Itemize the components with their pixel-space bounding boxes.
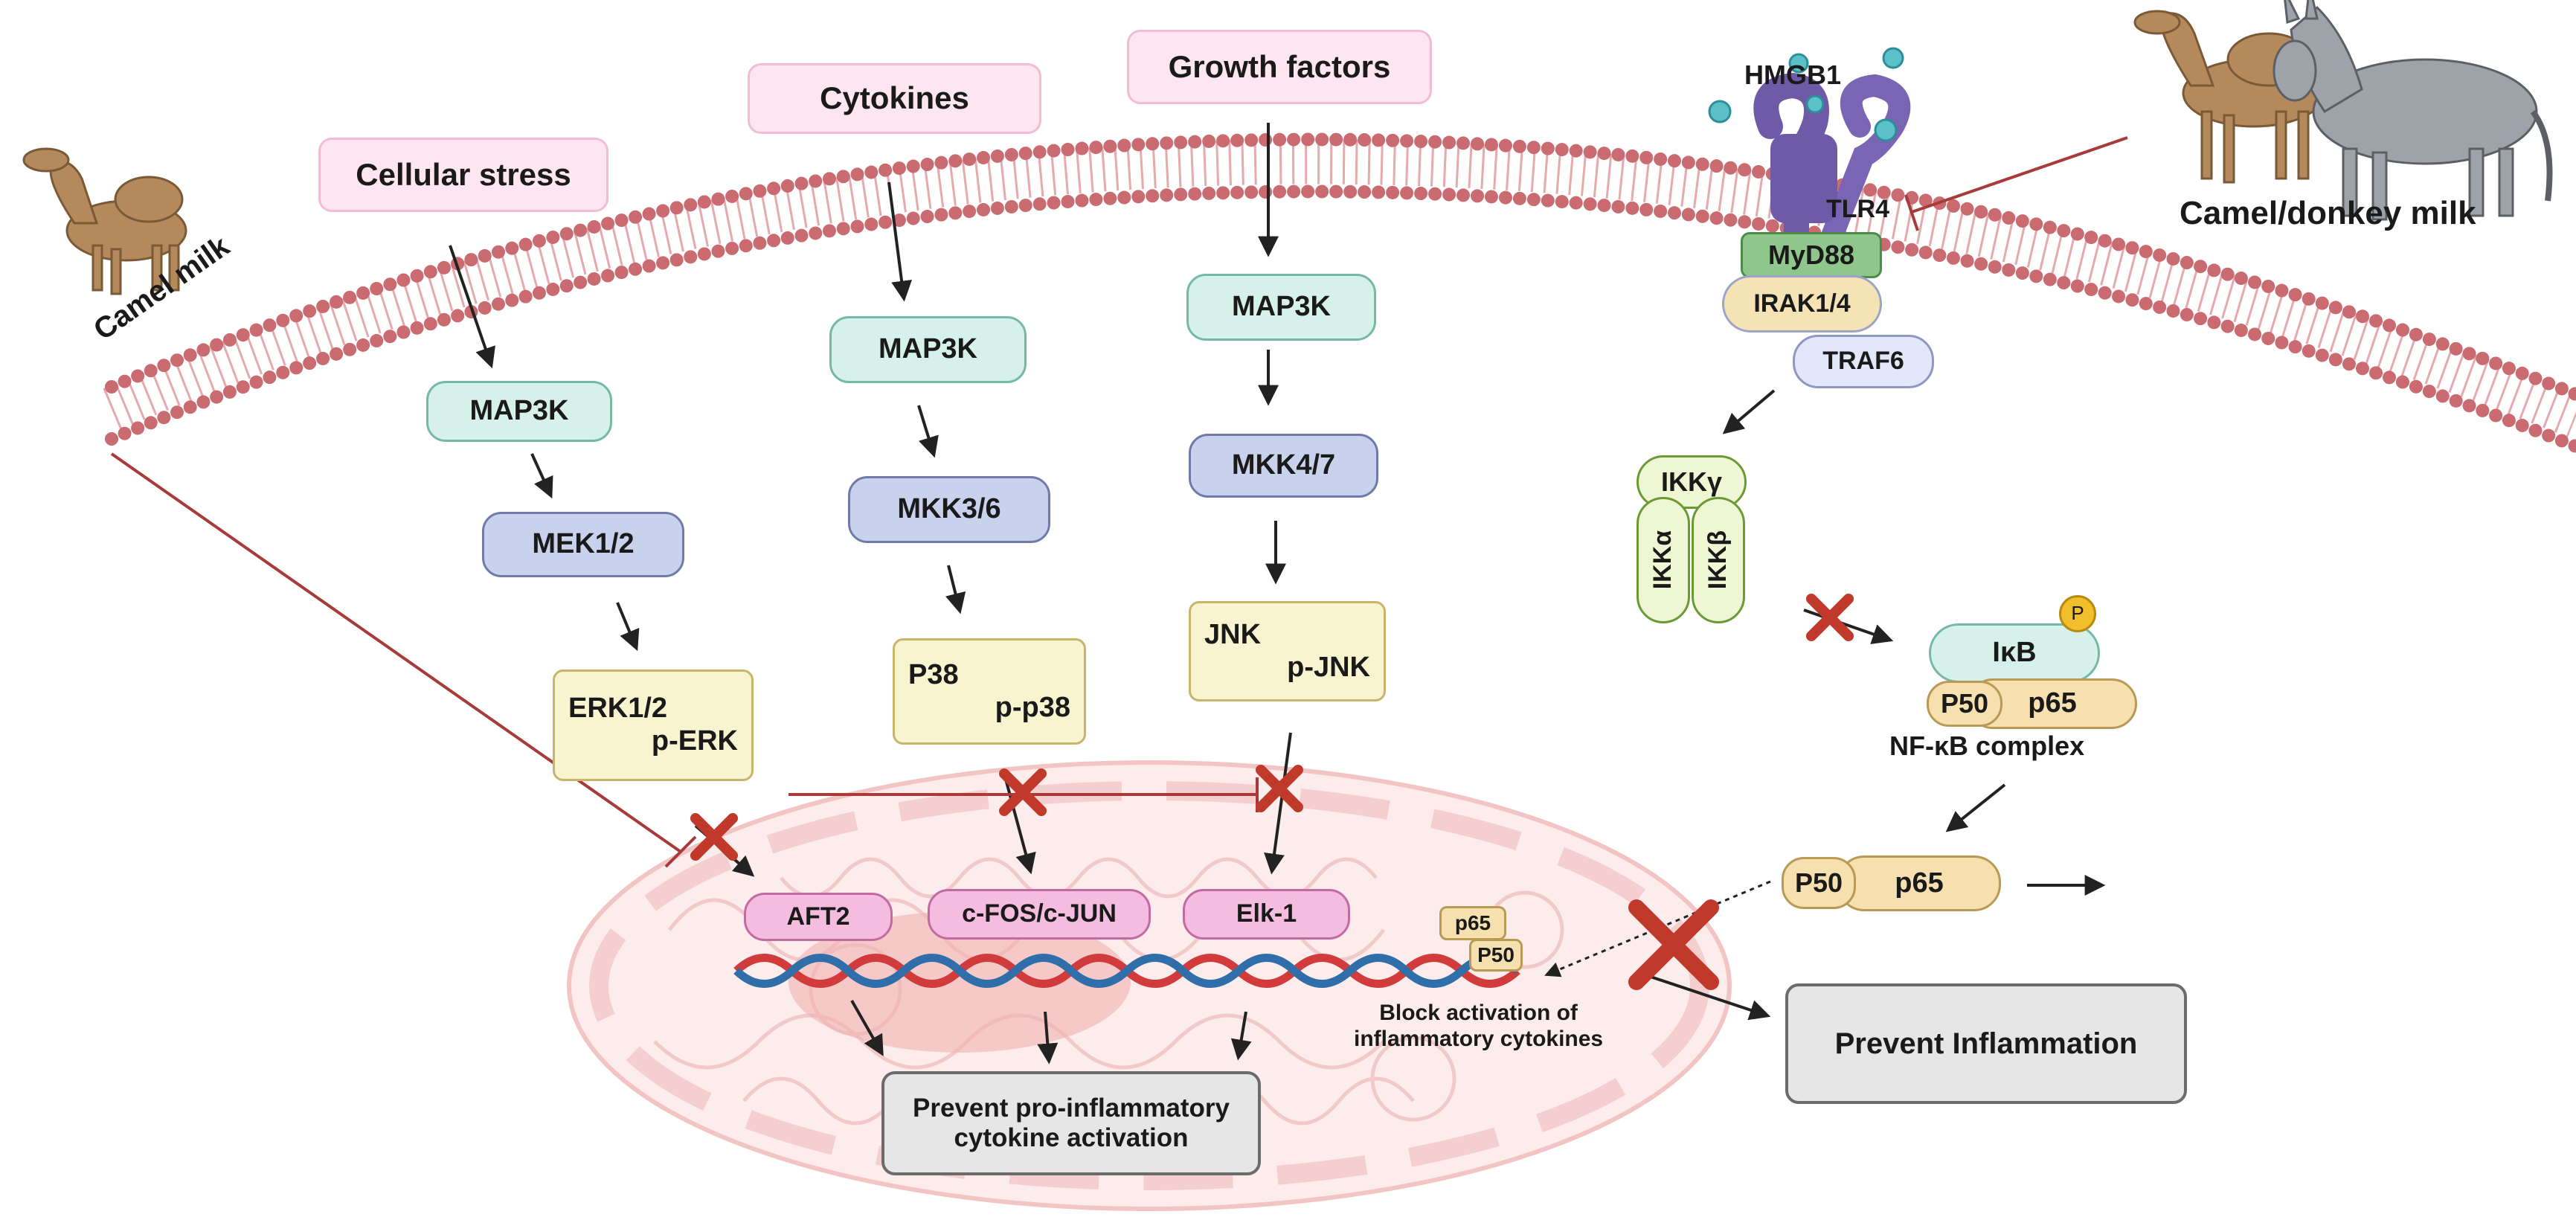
prevent-inflammation-box: Prevent Inflammation bbox=[1785, 983, 2187, 1104]
prevent-pro-line1: Prevent pro-inflammatory bbox=[913, 1093, 1230, 1123]
block-marks bbox=[690, 594, 1854, 990]
jnk-map3k: MAP3K bbox=[1186, 274, 1376, 341]
translocated-p50: P50 bbox=[1782, 857, 1856, 909]
tf-cfos-cjun: c-FOS/c-JUN bbox=[928, 889, 1151, 940]
dna-strand-blue bbox=[733, 954, 1520, 988]
p-p38-label: p-p38 bbox=[995, 691, 1070, 723]
p-erk-label: p-ERK bbox=[651, 725, 738, 757]
myd88-node: MyD88 bbox=[1741, 232, 1882, 278]
irak-node: IRAK1/4 bbox=[1722, 275, 1882, 333]
nfkb-complex-label: NF-κB complex bbox=[1889, 731, 2085, 761]
hmgb1-label: HMGB1 bbox=[1744, 60, 1842, 90]
mek-node: MEK1/2 bbox=[482, 512, 684, 577]
mkk47-node: MKK4/7 bbox=[1189, 434, 1378, 498]
erk-map3k: MAP3K bbox=[426, 381, 612, 442]
translocated-p65: p65 bbox=[1837, 855, 2001, 911]
phosphate-badge: P bbox=[2059, 595, 2096, 632]
inhibition-lines bbox=[110, 136, 2128, 868]
pathway-arrows bbox=[449, 123, 2106, 1065]
donkey-icon bbox=[2273, 0, 2553, 221]
ikk-beta-label: IKKβ bbox=[1703, 530, 1732, 590]
block-activation-line1: Block activation of bbox=[1379, 1001, 1578, 1025]
stimulus-cellular-stress: Cellular stress bbox=[318, 138, 608, 212]
ikk-alpha-label: IKKα bbox=[1648, 530, 1677, 590]
hmgb1-molecules-icon bbox=[1708, 47, 1904, 142]
traf6-node: TRAF6 bbox=[1793, 335, 1934, 388]
membrane-outer-layer bbox=[105, 132, 2576, 401]
p38-map3k: MAP3K bbox=[829, 316, 1027, 383]
ikk-alpha-node: IKKα bbox=[1637, 497, 1690, 623]
ikk-beta-node: IKKβ bbox=[1692, 497, 1745, 623]
tlr4-label: TLR4 bbox=[1826, 195, 1889, 223]
p-jnk-label: p-JNK bbox=[1287, 651, 1370, 683]
p38-label: P38 bbox=[908, 658, 959, 690]
prevent-pro-inflammatory-box: Prevent pro-inflammatory cytokine activa… bbox=[881, 1071, 1261, 1175]
tf-elk1: Elk-1 bbox=[1183, 889, 1350, 940]
stimulus-cytokines: Cytokines bbox=[748, 63, 1041, 134]
jnk-node: JNK p-JNK bbox=[1189, 601, 1386, 702]
block-activation-line2: inflammatory cytokines bbox=[1354, 1026, 1604, 1051]
tf-aft2: AFT2 bbox=[744, 893, 893, 941]
camel-icon bbox=[22, 147, 187, 295]
p50-node: P50 bbox=[1927, 681, 2002, 727]
membrane-inner-layer bbox=[105, 184, 2576, 453]
ikb-node: IκB bbox=[1929, 623, 2100, 683]
jnk-label: JNK bbox=[1204, 618, 1262, 650]
nuclear-p65: p65 bbox=[1439, 906, 1506, 940]
prevent-pro-line2: cytokine activation bbox=[954, 1123, 1189, 1152]
mkk36-node: MKK3/6 bbox=[848, 476, 1050, 543]
nuclear-p50: P50 bbox=[1469, 939, 1523, 972]
camel-donkey-milk-label: Camel/donkey milk bbox=[2180, 195, 2476, 231]
erk-node: ERK1/2 p-ERK bbox=[553, 670, 754, 781]
stimulus-growth-factors: Growth factors bbox=[1127, 30, 1432, 104]
block-activation-label: Block activation of inflammatory cytokin… bbox=[1354, 1001, 1603, 1052]
erk-label: ERK1/2 bbox=[568, 693, 668, 725]
p38-node: P38 p-p38 bbox=[893, 638, 1086, 745]
tlr4-receptor-icon bbox=[1753, 72, 1911, 272]
